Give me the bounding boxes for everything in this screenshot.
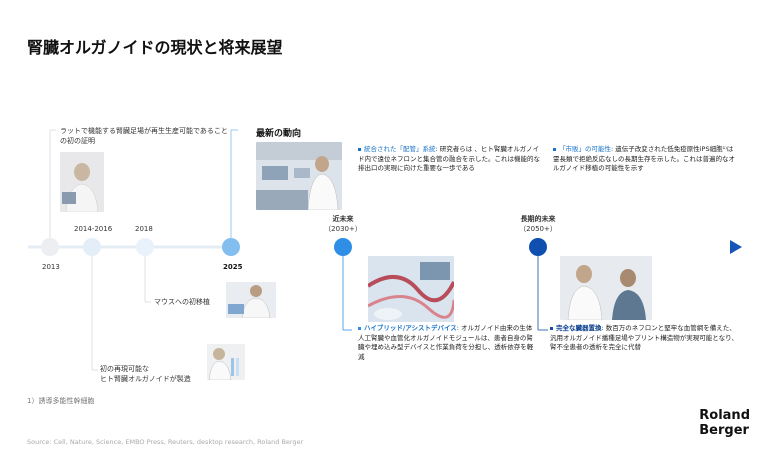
bullet-square-icon — [553, 147, 556, 151]
latest-trends-heading: 最新の動向 — [256, 129, 302, 139]
year-2013: 2013 — [42, 263, 60, 271]
timeline-arrow-head — [730, 240, 742, 254]
photo-2014 — [207, 344, 245, 380]
page-title: 腎臓オルガノイドの現状と将来展望 — [27, 38, 283, 57]
year-2018: 2018 — [135, 225, 153, 233]
bullet-square-icon — [550, 326, 553, 330]
source-note: Source: Cell, Nature, Science, EMBO Pres… — [27, 438, 304, 446]
milestone-2013-text: ラットで機能する腎臓足場が再生生産可能であることの初の証明 — [60, 127, 228, 145]
year-2025: 2025 — [223, 263, 243, 271]
dot-2018 — [136, 238, 154, 256]
photo-2025 — [256, 142, 342, 210]
photo-long-future — [560, 256, 652, 320]
bullet-square-icon — [358, 147, 361, 151]
dot-long — [529, 238, 547, 256]
year-2014-2016: 2014-2016 — [74, 225, 113, 233]
dot-2025 — [222, 238, 240, 256]
dot-near — [334, 238, 352, 256]
future-hybrid: ハイブリッド/アシストデバイス: オルガノイド由来の生体人工腎臓や血管化オルガノ… — [358, 324, 534, 361]
roland-berger-logo: Roland Berger — [699, 408, 750, 438]
trend-integration: 統合された「配管」系統: 研究者らは 、ヒト腎臓オルガノイド内で遠位ネフロンと集… — [358, 145, 540, 172]
photo-2013 — [60, 152, 104, 212]
future-replacement: 完全な臓器置換: 数百万のネフロンと堅牢な血管網を備えた、汎用オルガノイド播種足… — [550, 324, 738, 351]
footnote: 1）誘導多能性幹細胞 — [27, 397, 95, 405]
photo-near-future — [368, 256, 454, 322]
year-long-future: 長期的未来 （2050+） — [519, 215, 557, 233]
dot-2013 — [41, 238, 59, 256]
photo-2018 — [226, 282, 276, 318]
year-near-future: 近未来 （2030+） — [324, 215, 362, 233]
milestone-2014-text: 初の再現可能な ヒト腎臓オルガノイドが製造 — [100, 365, 191, 383]
dot-2014 — [83, 238, 101, 256]
bullet-square-icon — [358, 326, 361, 330]
milestone-2018-text: マウスへの初移植 — [154, 298, 210, 306]
trend-market: 「市販」の可能性: 遺伝子改変された低免疫原性iPS細胞¹⁾は霊長類で拒絶反応な… — [553, 145, 735, 172]
